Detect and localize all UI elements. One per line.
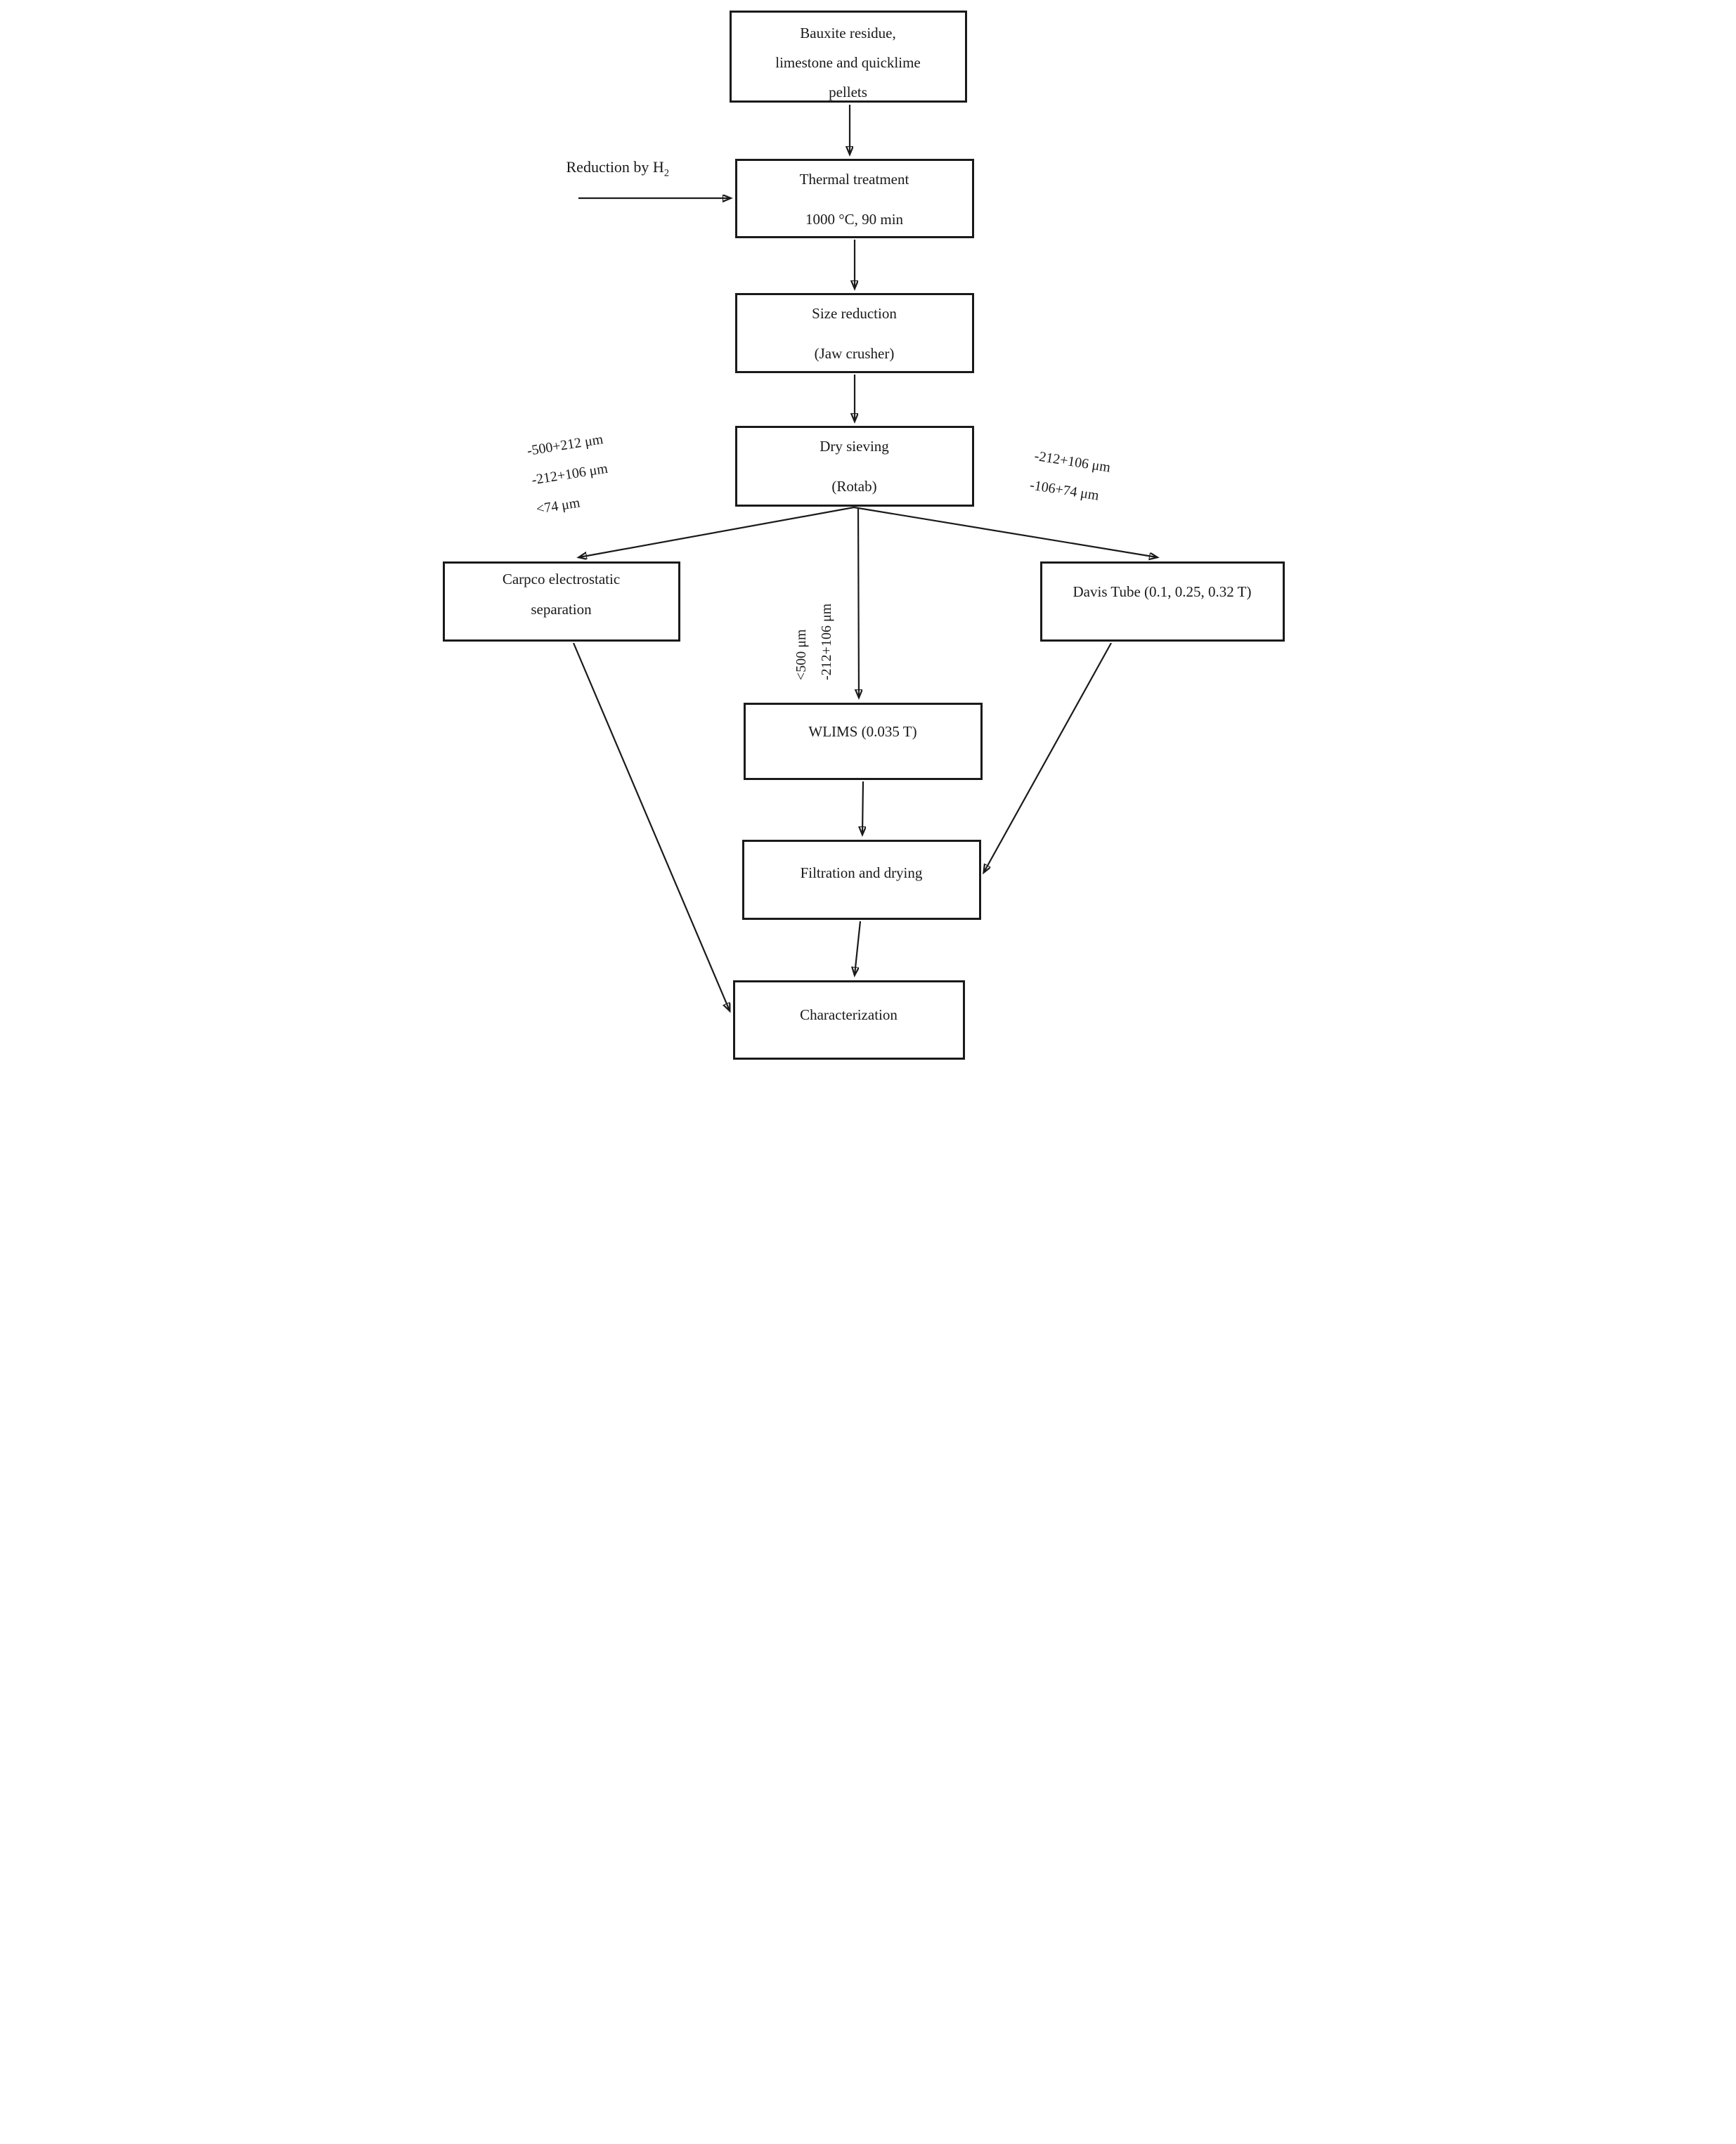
- node-davis-tube: Davis Tube (0.1, 0.25, 0.32 T): [1039, 561, 1285, 642]
- size-fraction-text: <500 μm: [793, 629, 809, 680]
- edge-wlims-to-filtration: [862, 781, 863, 834]
- node-text: Carpco electrostatic: [502, 571, 621, 587]
- edge-filtration-to-characterization: [855, 921, 861, 975]
- node-text: Size reduction: [812, 305, 897, 322]
- left-branch-size-fractions-label: -500+212 μm -212+106 μm <74 μm: [524, 424, 614, 524]
- reduction-label-text: Reduction by H: [566, 158, 664, 176]
- node-text: limestone and quicklime: [775, 54, 921, 71]
- node-wlims: WLIMS (0.035 T): [743, 703, 983, 780]
- node-text: Thermal treatment: [799, 171, 909, 188]
- size-fraction-text: -212+106 μm: [818, 603, 834, 680]
- node-text: 1000 °C, 90 min: [805, 211, 904, 228]
- edge-dry-sieving-to-wlims: [858, 507, 859, 697]
- node-text: Dry sieving: [820, 438, 889, 455]
- node-text: (Rotab): [831, 478, 877, 495]
- middle-branch-size-fractions-label: <500 μm -212+106 μm: [789, 512, 839, 680]
- node-text: Davis Tube (0.1, 0.25, 0.32 T): [1073, 583, 1252, 600]
- node-text: Characterization: [800, 1006, 898, 1023]
- node-thermal-treatment: Thermal treatment 1000 °C, 90 min: [734, 159, 974, 238]
- flowchart-edges: [572, 105, 1302, 1072]
- reduction-label-subscript: 2: [663, 167, 669, 179]
- edge-davis-to-filtration: [984, 642, 1112, 872]
- node-text: WLIMS (0.035 T): [808, 723, 917, 740]
- node-characterization: Characterization: [732, 980, 965, 1060]
- node-text: Bauxite residue,: [800, 25, 896, 41]
- node-dry-sieving: Dry sieving (Rotab): [734, 426, 974, 507]
- node-filtration-and-drying: Filtration and drying: [741, 840, 981, 920]
- node-size-reduction: Size reduction (Jaw crusher): [734, 293, 974, 373]
- edge-dry-sieving-to-davis: [853, 506, 1157, 557]
- node-text: Filtration and drying: [800, 864, 923, 881]
- right-branch-size-fractions-label: -212+106 μm -106+74 μm: [1028, 441, 1113, 512]
- node-bauxite-residue: Bauxite residue, limestone and quicklime…: [729, 11, 967, 103]
- reduction-by-h2-label: Reduction by H2: [566, 158, 669, 179]
- flowchart-canvas: Bauxite residue, limestone and quicklime…: [434, 0, 1302, 1072]
- node-text: (Jaw crusher): [814, 345, 895, 362]
- node-text: separation: [531, 601, 592, 618]
- node-text: pellets: [829, 84, 867, 100]
- edge-dry-sieving-to-carpco: [579, 506, 854, 557]
- node-carpco-electrostatic-separation: Carpco electrostatic separation: [442, 561, 680, 642]
- edge-carpco-to-characterization: [572, 642, 730, 1011]
